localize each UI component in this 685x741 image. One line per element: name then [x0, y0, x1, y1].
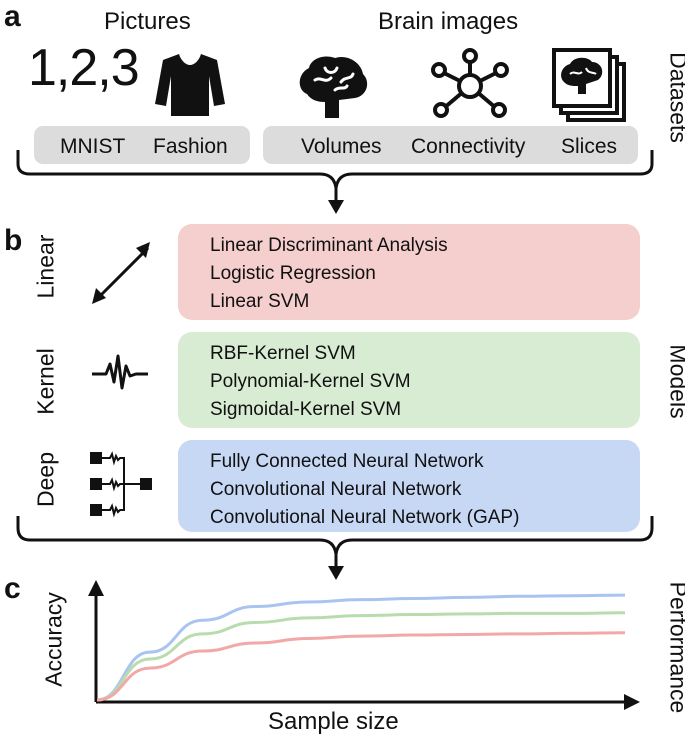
digits-icon: 1,2,3: [28, 39, 140, 97]
model-polynomial-svm: Polynomial-Kernel SVM: [210, 371, 411, 392]
model-cnn: Convolutional Neural Network: [210, 479, 462, 500]
sample-size-axis-label: Sample size: [268, 708, 399, 735]
y-axis-arrow: [88, 580, 104, 596]
connectivity-icon: [431, 48, 509, 118]
brain-datasets-box: [263, 126, 638, 164]
model-linear-svm: Linear SVM: [210, 291, 310, 312]
brain-images-title: Brain images: [378, 8, 519, 35]
model-fcnn: Fully Connected Neural Network: [210, 451, 484, 472]
dataset-fashion: Fashion: [153, 135, 228, 158]
series-line-2: [96, 631, 626, 702]
dataset-slices: Slices: [561, 135, 618, 158]
pictures-title: Pictures: [104, 8, 191, 35]
pictures-datasets-box: [34, 126, 250, 164]
panel-label-c: c: [4, 572, 21, 605]
slices-icon: [552, 48, 626, 122]
model-rbf-svm: RBF-Kernel SVM: [210, 343, 356, 364]
double-arrow-icon: [92, 242, 150, 304]
model-sigmoidal-svm: Sigmoidal-Kernel SVM: [210, 399, 402, 420]
shirt-icon: [155, 54, 225, 116]
panel-label-a: a: [4, 0, 21, 33]
dataset-mnist: MNIST: [60, 135, 126, 158]
series-line-1: [96, 611, 626, 702]
dataset-volumes: Volumes: [301, 135, 382, 158]
panel-label-b: b: [4, 224, 23, 257]
kernel-models-box: RBF-Kernel SVM Polynomial-Kernel SVM Sig…: [178, 332, 640, 428]
waveform-icon: [92, 354, 148, 390]
x-axis-arrow: [624, 694, 640, 710]
neural-network-icon: [90, 451, 152, 518]
linear-models-box: Linear Discriminant Analysis Logistic Re…: [178, 224, 640, 320]
model-cnn-gap: Convolutional Neural Network (GAP): [210, 507, 520, 528]
model-lda: Linear Discriminant Analysis: [210, 235, 448, 256]
brain-icon: [299, 56, 368, 118]
dataset-connectivity: Connectivity: [411, 135, 526, 158]
deep-models-box: Fully Connected Neural Network Convoluti…: [178, 440, 640, 532]
model-logistic-regression: Logistic Regression: [210, 263, 376, 284]
series-line-0: [96, 593, 626, 702]
